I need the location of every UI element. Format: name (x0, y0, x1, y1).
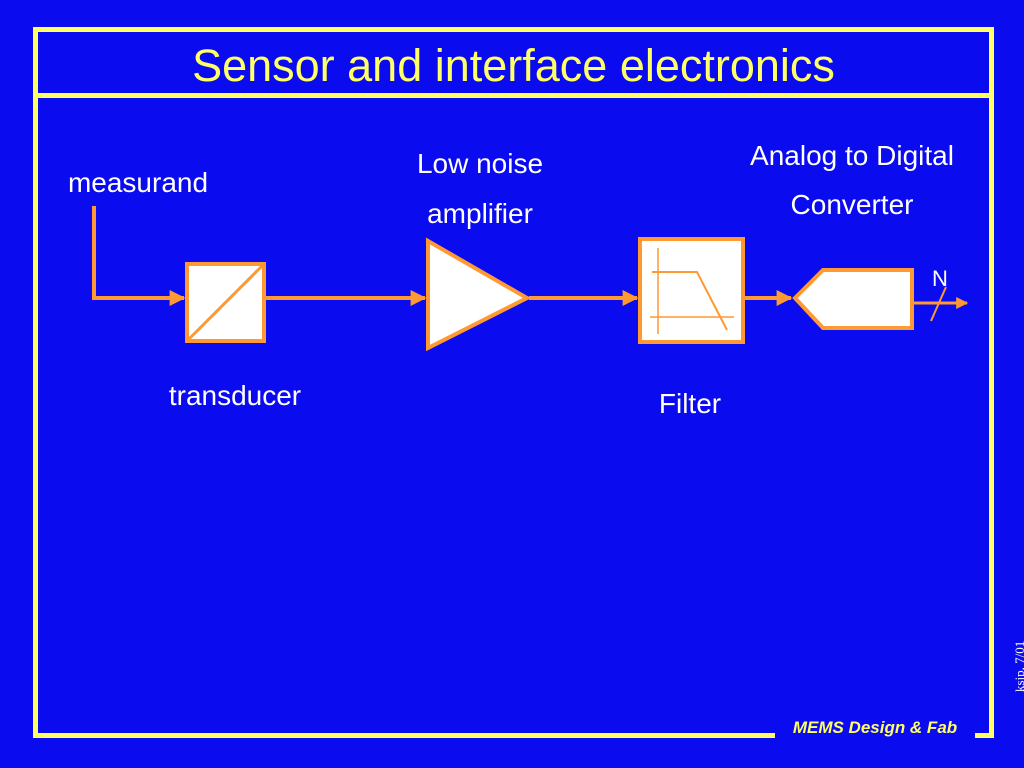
author-credit: ksjp, 7/01 (1012, 640, 1024, 692)
adc-block (792, 268, 914, 330)
footer-course-title: MEMS Design & Fab (792, 718, 958, 737)
measurand-input-line (92, 206, 186, 306)
transducer-block (185, 262, 266, 343)
amplifier-label-line1: Low noise (416, 148, 544, 179)
measurand-label: measurand (67, 167, 209, 198)
slide-title: Sensor and interface electronics (192, 40, 835, 91)
adc-label-line2: Converter (790, 189, 914, 220)
amplifier-label-line2: amplifier (427, 198, 533, 229)
bit-count-label: N (932, 266, 948, 291)
filter-block (638, 237, 745, 344)
bus-width-slash (930, 286, 947, 322)
slide-frame (33, 27, 994, 738)
filter-label: Filter (658, 388, 722, 419)
amplifier-triangle (426, 237, 532, 352)
footer-backdrop (775, 712, 975, 744)
transducer-label: transducer (168, 380, 302, 411)
title-divider (38, 93, 989, 98)
adc-label-line1: Analog to Digital (750, 140, 954, 171)
